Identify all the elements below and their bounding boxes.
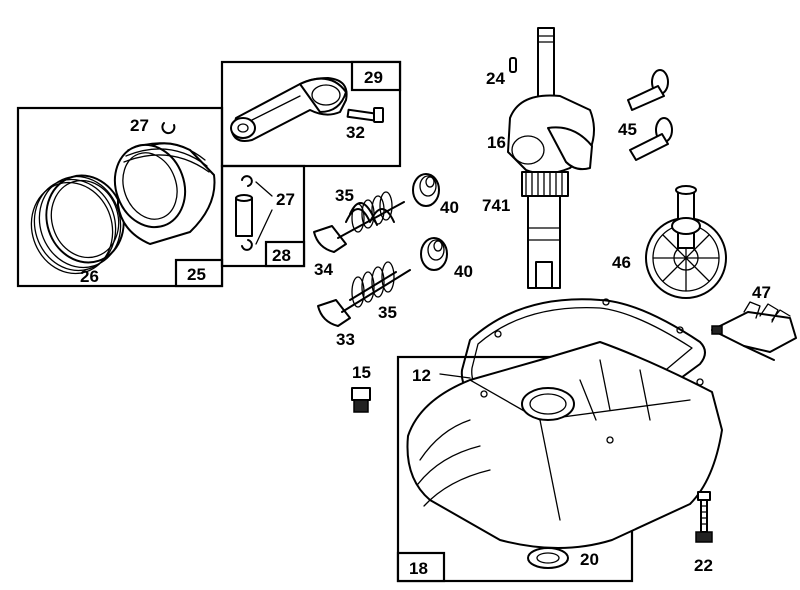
sump-box: 18 20	[396, 298, 723, 583]
label-40-upper: 40	[440, 198, 459, 217]
rod-bolt	[346, 107, 384, 123]
label-35-upper: 35	[335, 186, 354, 205]
wrist-pin-clip-top	[161, 122, 176, 135]
label-26: 26	[80, 267, 99, 286]
exhaust-valve-assembly: 33 35	[317, 261, 411, 349]
connecting-rod-box: 29 32	[220, 60, 402, 168]
label-20: 20	[580, 550, 599, 569]
crankshaft-top	[537, 27, 555, 103]
wrist-pin-frame	[220, 164, 306, 268]
valve-33-head	[317, 299, 351, 327]
tag-box-18	[396, 551, 446, 583]
label-25: 25	[187, 265, 206, 284]
connecting-rod	[230, 77, 348, 142]
valve-spring-35-upper	[345, 191, 395, 233]
label-24: 24	[486, 69, 505, 88]
sump-screw	[695, 491, 713, 543]
label-22: 22	[694, 556, 713, 575]
label-32: 32	[346, 123, 365, 142]
tappet-upper	[627, 69, 669, 111]
piston	[113, 142, 216, 245]
tag-box-28	[264, 240, 306, 268]
intake-valve-assembly: 35 34	[313, 186, 405, 279]
label-28: 28	[272, 246, 291, 265]
label-34: 34	[314, 260, 333, 279]
label-16: 16	[487, 133, 506, 152]
label-12: 12	[412, 366, 431, 385]
camshaft	[645, 185, 727, 299]
drain-plug	[351, 387, 371, 413]
label-27-top: 27	[130, 116, 149, 135]
label-33: 33	[336, 330, 355, 349]
valve-34-head	[313, 225, 347, 253]
tappet-lower	[629, 117, 673, 161]
sump-body	[406, 298, 723, 549]
oil-seal	[527, 547, 569, 569]
wrist-pin-box: 28 27	[220, 164, 306, 268]
label-46: 46	[612, 253, 631, 272]
label-27-pin: 27	[276, 190, 295, 209]
governor-assembly	[711, 301, 797, 361]
label-40-lower: 40	[454, 262, 473, 281]
valve-seal-upper	[412, 173, 440, 207]
tag-box-29	[350, 60, 402, 92]
crankshaft-gear	[521, 171, 569, 197]
wrist-pin	[235, 194, 253, 237]
connecting-rod-frame	[220, 60, 402, 168]
label-45: 45	[618, 120, 637, 139]
label-741: 741	[482, 196, 510, 215]
valve-seal-lower	[420, 237, 448, 271]
label-18: 18	[409, 559, 428, 578]
valve-spring-35-lower	[349, 261, 397, 308]
label-35-lower: 35	[378, 303, 397, 322]
retainer-clip-top	[241, 175, 253, 187]
retainer-clip-bottom	[241, 239, 253, 251]
crankshaft	[507, 27, 595, 289]
key-24	[509, 57, 517, 73]
piston-group-box: 25 27 26	[16, 106, 224, 288]
label-29: 29	[364, 68, 383, 87]
tag-box-25	[174, 258, 224, 288]
label-47: 47	[752, 283, 771, 302]
label-15: 15	[352, 363, 371, 382]
